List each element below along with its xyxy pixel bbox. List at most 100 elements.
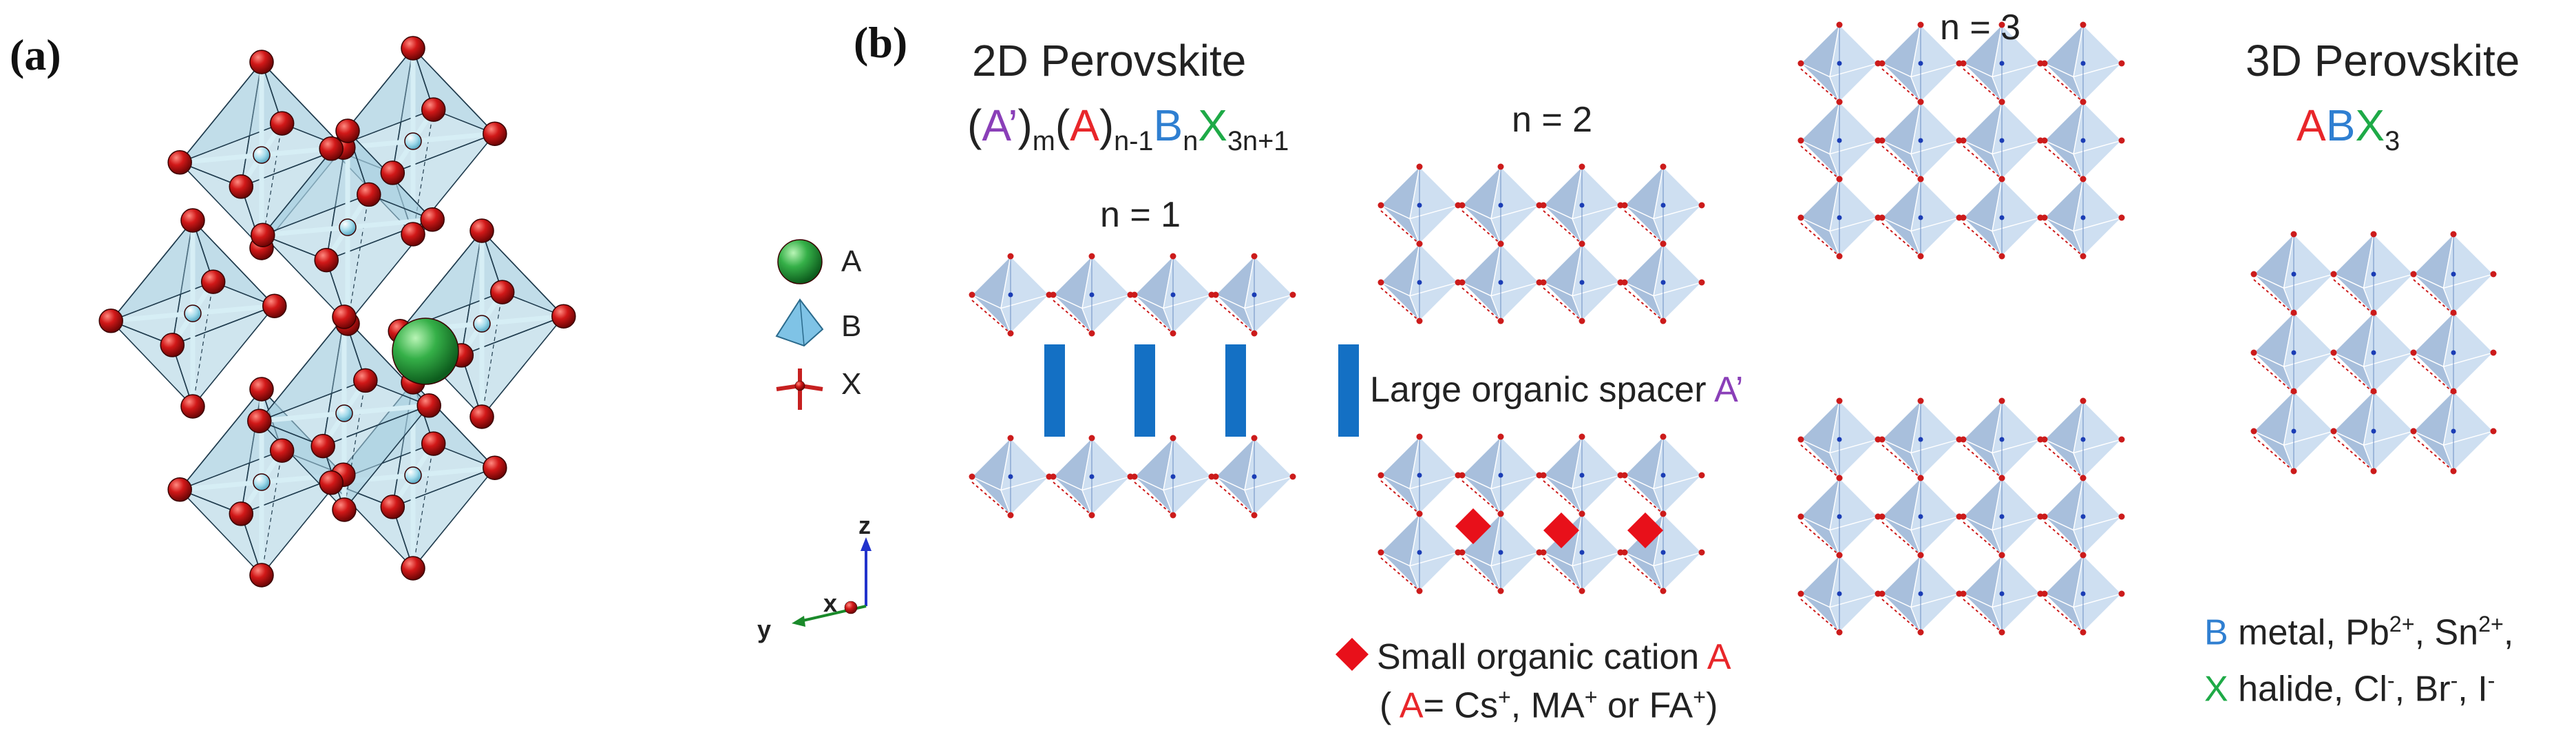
mini-octahedron bbox=[2330, 231, 2417, 318]
legend-a-text-B: B bbox=[841, 309, 862, 343]
mini-octahedron bbox=[1459, 433, 1543, 517]
mini-octahedron bbox=[1621, 163, 1705, 247]
mini-octahedron bbox=[1050, 435, 1134, 519]
mini-octahedron bbox=[1621, 240, 1705, 324]
x-axis bbox=[844, 601, 858, 614]
mini-octahedron bbox=[1212, 435, 1296, 519]
mini-octahedron bbox=[1960, 176, 2044, 260]
x-site-atom bbox=[420, 207, 445, 232]
3d-perovskite-lattice bbox=[2250, 231, 2497, 475]
mini-octahedron bbox=[1879, 397, 1963, 481]
x-site-atom bbox=[200, 269, 226, 294]
mini-octahedron bbox=[2410, 388, 2497, 475]
label-n3: n = 3 bbox=[1940, 8, 2021, 48]
x-site-atom bbox=[247, 408, 272, 433]
x-site-atom bbox=[314, 247, 339, 273]
cation-diamond-3 bbox=[1627, 512, 1663, 548]
mini-octahedron bbox=[1131, 435, 1215, 519]
mini-octahedron bbox=[2041, 397, 2125, 481]
small-cation-markers bbox=[1335, 508, 1663, 671]
cation-label-line1: Small organic cation A bbox=[1377, 637, 1731, 677]
panel-b-label: (b) bbox=[854, 18, 908, 67]
x-site-atom bbox=[401, 556, 425, 581]
x-site-atom bbox=[310, 433, 335, 459]
mini-octahedron bbox=[1797, 397, 1881, 481]
mini-octahedron bbox=[1960, 21, 2044, 105]
x-site-atom bbox=[180, 394, 205, 419]
cation-label-line2: ( A= Cs+, MA+ or FA+) bbox=[1380, 685, 1718, 726]
mini-octahedron bbox=[1050, 253, 1134, 337]
n3-layers bbox=[1797, 21, 2125, 636]
x-site-atom bbox=[167, 477, 192, 502]
x-site-atom bbox=[319, 470, 344, 495]
mini-octahedron bbox=[1540, 163, 1624, 247]
n1-layers bbox=[969, 253, 1296, 519]
legend-b-pyramid-icon bbox=[775, 298, 824, 347]
x-site-atom bbox=[249, 563, 274, 588]
cation-diamond-2 bbox=[1543, 512, 1579, 548]
mini-octahedron bbox=[1459, 240, 1543, 324]
legend-a-sphere-icon bbox=[777, 239, 823, 284]
mini-octahedron bbox=[1879, 552, 1963, 636]
mini-octahedron bbox=[1540, 240, 1624, 324]
mini-octahedron bbox=[2330, 309, 2417, 396]
mini-octahedron bbox=[1879, 475, 1963, 559]
x-site-atom bbox=[332, 304, 357, 329]
mini-octahedron bbox=[1377, 510, 1461, 594]
formula-3d: ABX3 bbox=[2297, 101, 2400, 156]
mini-octahedron bbox=[2041, 176, 2125, 260]
x-site-atom bbox=[98, 309, 123, 333]
panel-a-crystal-structure bbox=[98, 36, 576, 588]
a-site-atom bbox=[392, 318, 459, 385]
x-site-atom bbox=[249, 377, 274, 402]
mini-octahedron bbox=[2041, 475, 2125, 559]
organic-spacer-bars bbox=[1044, 344, 1359, 437]
spacer-label: Large organic spacer A’ bbox=[1370, 370, 1744, 410]
b-site-atom bbox=[253, 146, 271, 164]
mini-octahedron bbox=[2250, 231, 2337, 318]
mini-octahedron bbox=[1377, 163, 1461, 247]
spacer-bar-1 bbox=[1044, 344, 1065, 437]
mini-octahedron bbox=[2250, 309, 2337, 396]
legend-a-text-X: X bbox=[841, 367, 862, 401]
x-site-atom bbox=[332, 497, 357, 522]
x-site-atom bbox=[262, 293, 287, 318]
x-site-atom bbox=[469, 404, 494, 429]
x-site-atom bbox=[249, 50, 274, 74]
title-3d-perovskite: 3D Perovskite bbox=[2246, 36, 2520, 85]
x-site-atom bbox=[229, 501, 254, 526]
mini-octahedron bbox=[2041, 552, 2125, 636]
legend-b-metal: B metal, Pb2+, Sn2+, bbox=[2204, 612, 2514, 653]
mini-octahedron bbox=[1797, 21, 1881, 105]
b-site-atom bbox=[184, 304, 202, 322]
mini-octahedron bbox=[2041, 21, 2125, 105]
x-site-atom bbox=[269, 111, 295, 136]
mini-octahedron bbox=[2330, 388, 2417, 475]
x-site-atom bbox=[401, 222, 425, 247]
spacer-bar-4 bbox=[1338, 344, 1359, 437]
mini-octahedron bbox=[1797, 552, 1881, 636]
x-site-atom bbox=[229, 174, 254, 199]
n2-layers bbox=[1377, 163, 1705, 594]
legend-x-bonds-icon bbox=[776, 368, 823, 410]
x-site-atom bbox=[469, 218, 494, 243]
b-site-atom bbox=[339, 218, 357, 236]
x-site-atom bbox=[353, 368, 378, 393]
mini-octahedron bbox=[1879, 21, 1963, 105]
x-site-atom bbox=[335, 118, 360, 143]
x-site-atom bbox=[380, 160, 405, 185]
legend-a-text-A: A bbox=[841, 245, 862, 278]
mini-octahedron bbox=[1377, 240, 1461, 324]
mini-octahedron bbox=[2410, 309, 2497, 396]
mini-octahedron bbox=[1960, 552, 2044, 636]
x-site-atom bbox=[489, 280, 515, 304]
mini-octahedron bbox=[1621, 433, 1705, 517]
axis-z-label: z bbox=[858, 511, 871, 539]
mini-octahedron bbox=[1131, 253, 1215, 337]
panel-a-legend-icons bbox=[775, 239, 824, 410]
x-site-atom bbox=[357, 182, 381, 207]
axis-y-label: y bbox=[757, 615, 772, 643]
x-site-atom bbox=[251, 222, 275, 247]
mini-octahedron bbox=[1879, 176, 1963, 260]
